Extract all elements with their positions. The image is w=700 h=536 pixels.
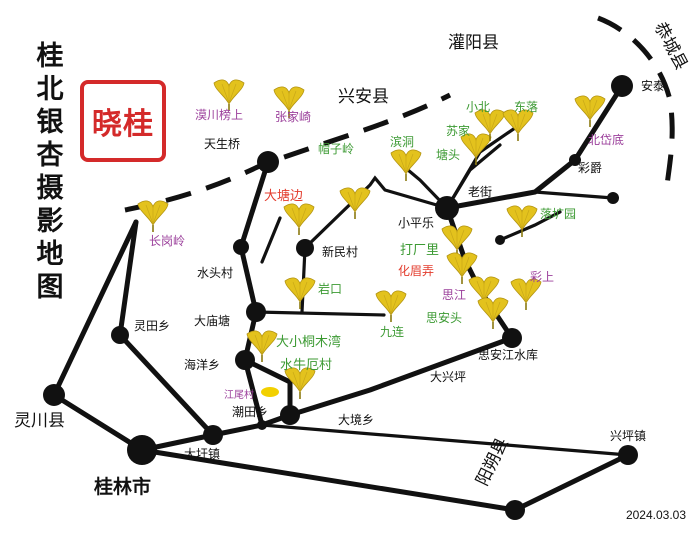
label-xingping: 兴坪镇 <box>610 429 646 443</box>
label-zhangjia: 张家崎 <box>275 109 311 124</box>
map-title: 桂北银杏摄影地图 <box>36 41 64 303</box>
label-sijiang: 思江 <box>442 288 466 302</box>
leaf-yankou <box>284 277 316 310</box>
map-labels: 灌阳县 兴安县 灵川县 桂林市 恭城县 阳朔县 天生桥 水头村 大庙塘 海洋乡 … <box>14 19 691 498</box>
label-shuitou: 水头村 <box>197 266 233 280</box>
label-jiangwei: 江尾村 <box>224 388 254 401</box>
label-guanyang: 灌阳县 <box>448 33 499 53</box>
label-sianjiang: 思安江水库 <box>478 347 538 362</box>
label-caishang: 彩上 <box>530 270 554 284</box>
label-dongluo: 东落 <box>514 100 538 114</box>
dot-shuitou[interactable] <box>233 239 249 255</box>
road-chaotian-xingping <box>260 423 630 457</box>
leaf-manchuan <box>213 79 245 112</box>
dot-chaotian[interactable] <box>257 420 267 430</box>
label-yankou: 岩口 <box>318 281 342 296</box>
dot-luokuang[interactable] <box>495 235 505 245</box>
dot-haiyang[interactable] <box>235 350 255 370</box>
label-lingchuan: 灵川县 <box>14 411 65 431</box>
label-huamei: 化眉弄 <box>398 264 434 278</box>
road-xiaopingle-caijue <box>444 83 625 211</box>
dot-dajing-junction[interactable] <box>280 405 300 425</box>
label-dachang: 打厂里 <box>400 243 439 258</box>
dot-lingtian[interactable] <box>111 326 129 344</box>
road-luokuang <box>498 210 562 242</box>
label-maoziling: 帽子岭 <box>318 141 354 156</box>
road-datangbian <box>260 216 282 264</box>
label-shuiniue: 水牛厄村 <box>280 358 332 373</box>
label-daxingping: 大兴坪 <box>430 370 466 384</box>
label-jiulian: 九连 <box>380 324 404 339</box>
label-xingan: 兴安县 <box>338 87 389 107</box>
dot-sianjiang[interactable] <box>502 328 522 348</box>
date-stamp: 2024.03.03 <box>625 508 686 522</box>
label-xiaobei: 小北 <box>466 100 490 114</box>
dot-yangshuo[interactable] <box>505 500 525 520</box>
leaf-datangbian <box>283 203 315 236</box>
label-tongmuwan: 大小桐木湾 <box>276 334 341 350</box>
road-xinmin-north <box>300 175 449 314</box>
town-markers <box>43 75 638 520</box>
dot-guilin[interactable] <box>127 435 157 465</box>
dot-caijue-east[interactable] <box>607 192 619 204</box>
leaf-dongluo <box>502 109 534 142</box>
leaf-luokuang <box>506 205 538 238</box>
label-tianshengqiao: 天生桥 <box>204 137 240 151</box>
label-lingtian: 灵田乡 <box>134 319 170 333</box>
seal-stamp: 晓桂 <box>80 80 166 162</box>
dot-tianshengqiao[interactable] <box>257 151 279 173</box>
label-changganling: 长岗岭 <box>149 234 185 248</box>
jiangwei-marker <box>261 387 279 397</box>
leaf-dachang <box>441 225 473 258</box>
label-chaotian: 潮田乡 <box>232 404 268 419</box>
dot-lingchuan[interactable] <box>43 384 65 406</box>
dot-xiaopingle[interactable] <box>435 196 459 220</box>
road-lingchuan-changganling <box>51 219 139 398</box>
label-guilin: 桂林市 <box>93 475 151 498</box>
label-anta: 安泰 <box>641 78 665 93</box>
dot-xingping[interactable] <box>618 445 638 465</box>
leaf-maoziling <box>339 187 371 220</box>
label-bindong: 滨洞 <box>390 134 414 149</box>
label-manchuan: 漠川榜上 <box>195 107 243 122</box>
label-beidaidi: 北岱底 <box>588 132 624 147</box>
label-gongcheng: 恭城县 <box>650 19 692 73</box>
dot-anta[interactable] <box>611 75 633 97</box>
road-lingchuan-guilin <box>51 392 145 453</box>
label-dajing: 大境乡 <box>338 412 374 427</box>
label-xinmin: 新民村 <box>322 244 358 259</box>
label-xiaopingle: 小平乐 <box>398 216 434 230</box>
road-haiyang-loop <box>242 357 293 418</box>
dot-caijue[interactable] <box>569 154 581 166</box>
label-sujia: 苏家 <box>446 123 470 138</box>
label-caijue: 彩爵 <box>578 161 602 175</box>
road-caijue-east <box>533 190 615 200</box>
leaf-jiulian <box>375 290 407 323</box>
label-sianto: 思安头 <box>426 310 462 325</box>
road-chaotian-dajing <box>287 335 515 418</box>
label-luokuang: 落圹园 <box>540 206 576 221</box>
dot-xinmin[interactable] <box>296 239 314 257</box>
leaf-changganling <box>137 200 169 233</box>
label-datangbian: 大塘边 <box>264 188 303 204</box>
label-tangtou: 塘头 <box>436 147 460 162</box>
label-laojie: 老街 <box>468 185 492 199</box>
label-dashu: 大圩镇 <box>184 447 220 461</box>
dot-dashu[interactable] <box>203 425 223 445</box>
border-guanyang <box>597 15 675 196</box>
ginkgo-leaves <box>137 79 606 400</box>
dot-miaotang[interactable] <box>246 302 266 322</box>
label-miaotang: 大庙塘 <box>194 313 230 328</box>
road-miaotang-xinmin <box>254 310 386 317</box>
label-haiyang: 海洋乡 <box>184 357 220 372</box>
road-laojie-nw <box>406 168 449 210</box>
